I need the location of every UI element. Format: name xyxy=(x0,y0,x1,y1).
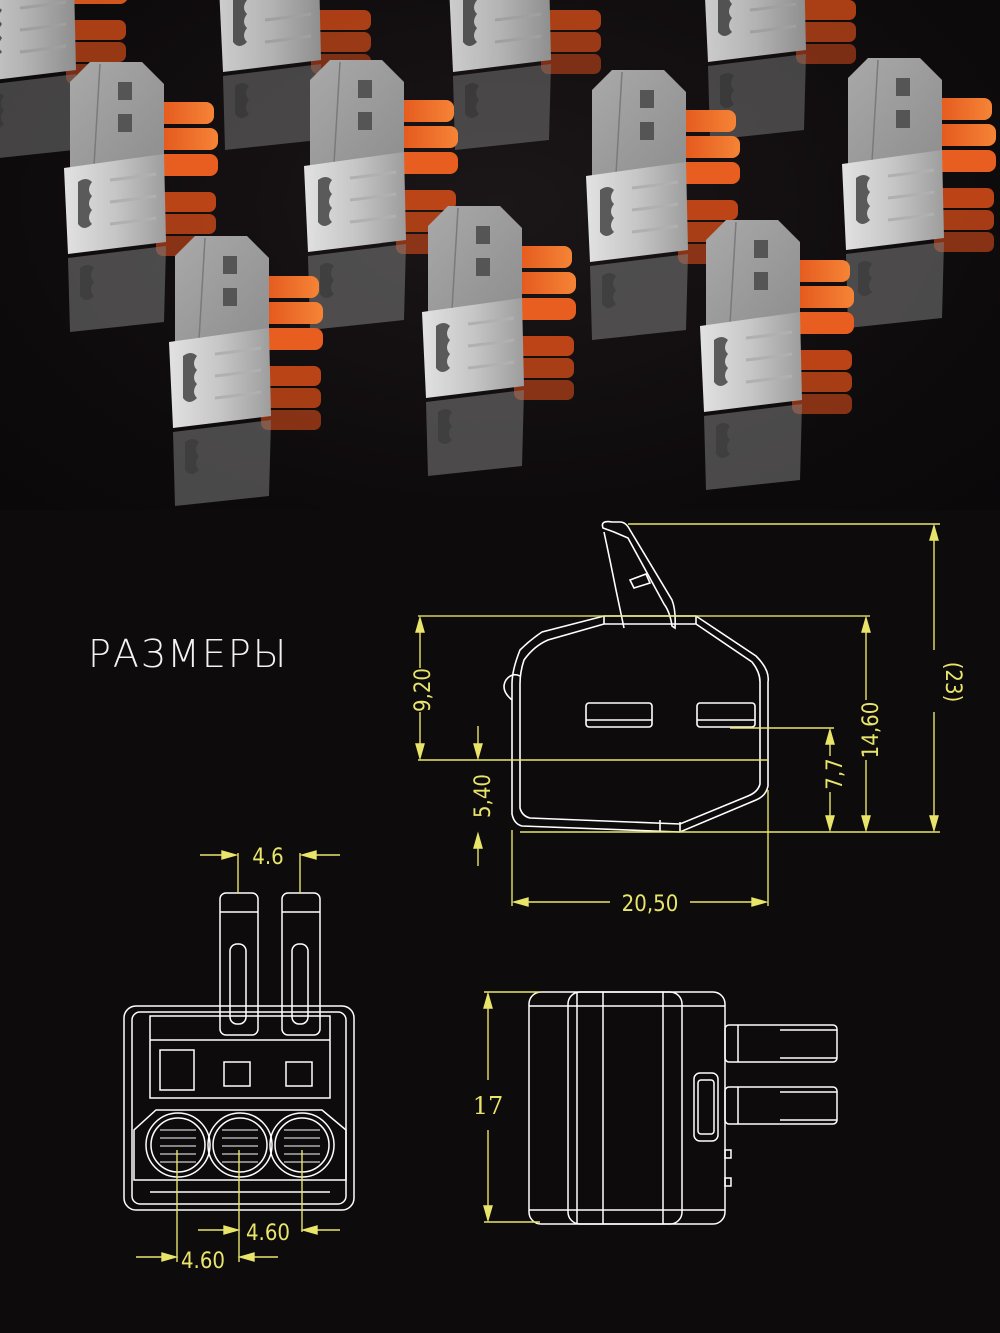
dim-hole-pitch-left: 4.60 xyxy=(181,1249,225,1274)
top-view-drawing xyxy=(528,991,838,1225)
product-photo xyxy=(0,0,1000,510)
top-view-dimensions xyxy=(483,991,540,1223)
dim-upper-height: 9,20 xyxy=(411,668,436,712)
side-view-drawing xyxy=(503,520,770,833)
dim-overall-height: (23) xyxy=(940,662,965,703)
front-view-dimensions xyxy=(136,850,340,1262)
section-heading: РАЗМЕРЫ xyxy=(88,632,289,676)
technical-drawing: (23) 14,60 7,7 9,20 5,40 20,50 xyxy=(123,520,965,1274)
dim-lower-offset: 5,40 xyxy=(471,774,496,818)
side-view-dimensions xyxy=(415,523,940,907)
dim-lever-pitch: 4.6 xyxy=(252,845,283,870)
dim-slot-height: 7,7 xyxy=(823,758,848,789)
dim-depth: 17 xyxy=(473,1092,504,1120)
connector-array-illustration xyxy=(0,0,998,508)
dim-hole-pitch-right: 4.60 xyxy=(246,1221,290,1246)
dim-width: 20,50 xyxy=(622,892,679,917)
dim-body-height: 14,60 xyxy=(859,702,884,759)
